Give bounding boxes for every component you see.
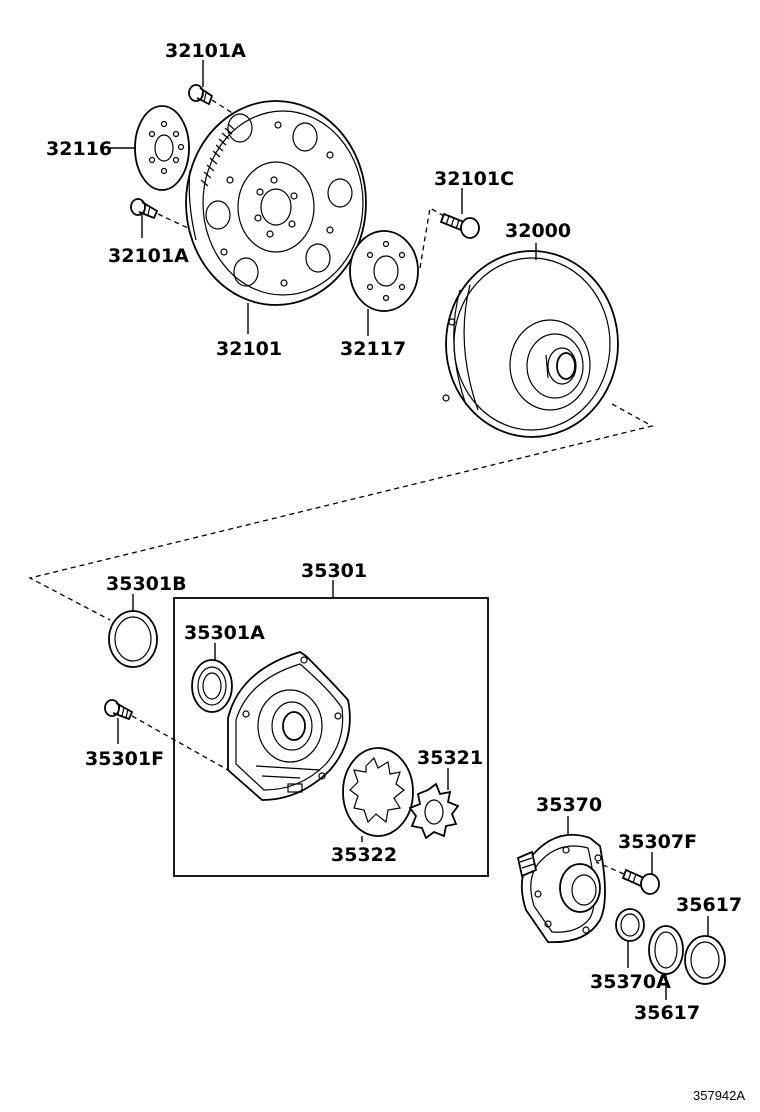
label-35617-b: 35617 (634, 1002, 700, 1024)
seal-ring-35617-b[interactable] (684, 935, 726, 985)
flexplate-32101[interactable] (185, 100, 367, 306)
guide-35301F (131, 715, 229, 771)
label-35321: 35321 (417, 747, 483, 769)
bolt-35307F[interactable] (621, 868, 660, 895)
label-32101: 32101 (216, 338, 282, 360)
torque-converter-32000[interactable] (442, 250, 619, 438)
assembly-box-35301 (173, 597, 489, 877)
drive-plate-32117[interactable] (349, 230, 419, 312)
stator-support-35370[interactable] (516, 833, 606, 943)
label-35322: 35322 (331, 844, 397, 866)
label-35370: 35370 (536, 794, 602, 816)
label-32116: 32116 (46, 138, 112, 160)
label-35301B: 35301B (106, 573, 187, 595)
drive-gear-35321[interactable] (408, 782, 460, 840)
driven-gear-35322[interactable] (342, 747, 414, 837)
label-35301: 35301 (301, 560, 367, 582)
label-35301F: 35301F (85, 748, 164, 770)
label-35307F: 35307F (618, 831, 697, 853)
label-32101A-mid: 32101A (108, 245, 189, 267)
seal-ring-35617-a[interactable] (648, 925, 684, 975)
drive-plate-32116[interactable] (134, 105, 190, 191)
label-35617-a: 35617 (676, 894, 742, 916)
o-ring-35301B[interactable] (108, 610, 158, 668)
bolt-35301F[interactable] (104, 699, 134, 721)
guide-32101A-mid (157, 213, 189, 229)
bolt-32101C[interactable] (439, 212, 480, 239)
bolt-32101A-top[interactable] (188, 84, 214, 106)
label-32117: 32117 (340, 338, 406, 360)
label-32101C: 32101C (434, 168, 514, 190)
oil-pump-body[interactable] (227, 651, 351, 801)
label-32000: 32000 (505, 220, 571, 242)
oil-seal-35301A[interactable] (191, 659, 233, 713)
label-35301A: 35301A (184, 622, 265, 644)
guide-converter-to-pump (28, 403, 654, 621)
label-32101A-top: 32101A (165, 40, 246, 62)
ring-35370A[interactable] (615, 908, 645, 942)
guide-32101C (419, 206, 445, 269)
label-35370A: 35370A (590, 971, 671, 993)
bolt-32101A-mid[interactable] (130, 198, 159, 220)
illustration-reference: 357942A (693, 1088, 745, 1103)
